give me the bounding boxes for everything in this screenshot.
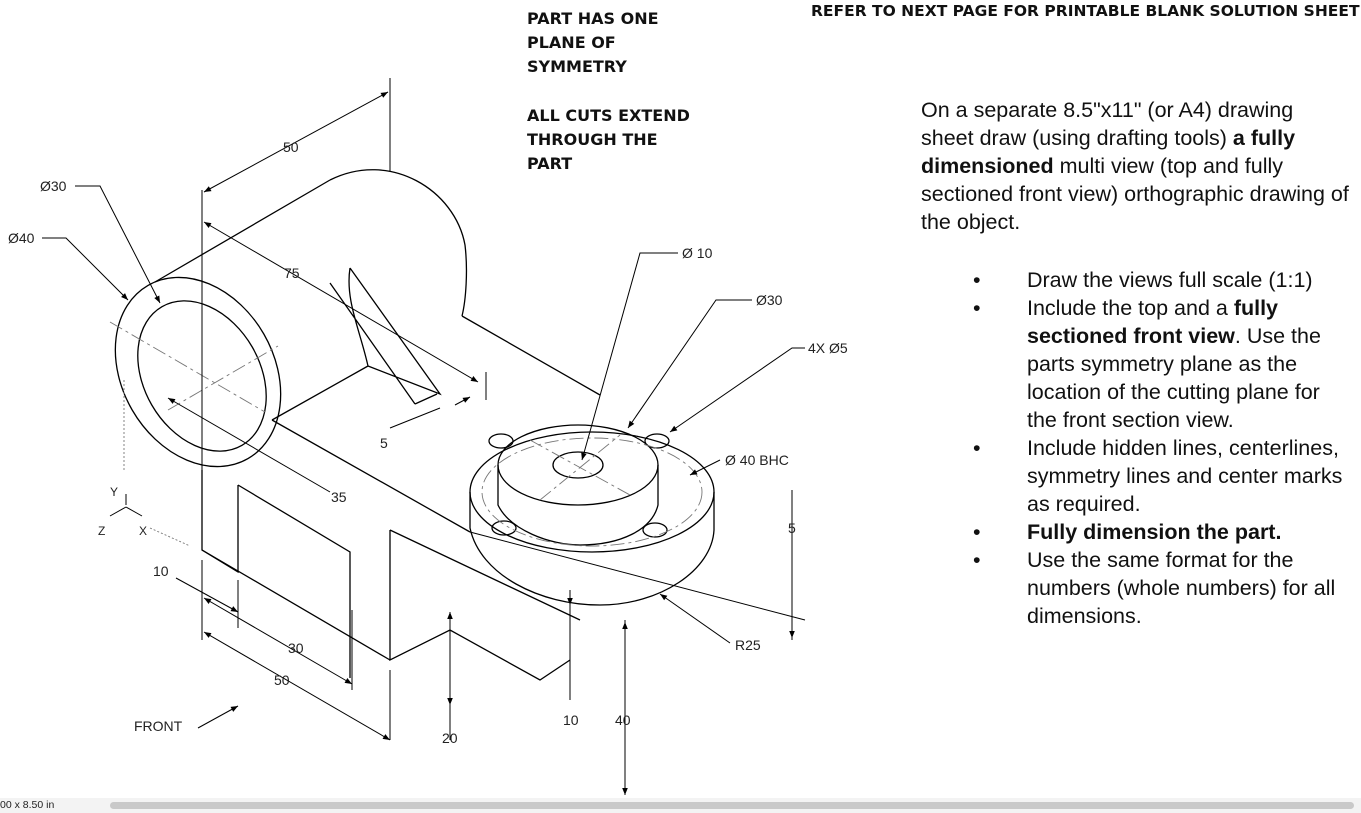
item-text: Include the top and a [1027, 296, 1234, 320]
instruction-item: • Include the top and a fully sectioned f… [921, 294, 1351, 434]
note-line: PART HAS ONE [527, 9, 659, 28]
slot-cut [271, 267, 442, 421]
bullet: • [973, 548, 981, 572]
dim-dia10: Ø 10 [682, 245, 713, 261]
status-bar: 00 x 8.50 in [0, 798, 1361, 813]
axis-z-label: Z [98, 524, 105, 538]
horizontal-scrollbar[interactable] [110, 802, 1354, 809]
dim-40: 40 [615, 712, 631, 728]
dimension-labels: 50 Ø30 Ø40 75 5 35 Ø 10 Ø30 4X Ø5 Ø 40 B… [8, 139, 848, 746]
dim-30-bottom: 30 [288, 640, 304, 656]
boss-side [497, 465, 659, 546]
dim-50-top-line [203, 91, 389, 193]
dim-5-slot: 5 [380, 435, 388, 451]
note-line: THROUGH THE [527, 130, 658, 149]
leader-dia30-left [75, 185, 161, 304]
intro-text: On a separate 8.5"x11" (or A4) drawing s… [921, 98, 1294, 150]
cylinder-top-edge [154, 179, 331, 283]
dim-holes: 4X Ø5 [808, 340, 848, 356]
dim-r25: R25 [735, 637, 761, 653]
note-line: PART [527, 154, 573, 173]
axis-triad [109, 494, 143, 517]
instruction-item: • Include hidden lines, centerlines, symm… [921, 434, 1351, 518]
note-line: SYMMETRY [527, 57, 627, 76]
base-top-edge [271, 315, 601, 533]
bullet: • [973, 520, 981, 544]
front-arrow [197, 705, 239, 729]
boss-top [497, 424, 659, 506]
leader-r25 [659, 593, 731, 644]
dim-75-line [203, 221, 479, 383]
dim-35-line [167, 397, 331, 493]
centerlines [109, 321, 703, 547]
instruction-item: • Draw the views full scale (1:1) [921, 266, 1351, 294]
leader-dia30-boss [627, 299, 752, 429]
leader-dia40-left [42, 237, 129, 301]
dim-dia30-boss: Ø30 [756, 292, 783, 308]
note-line: ALL CUTS EXTEND [527, 106, 690, 125]
item-bold: Fully dimension the part. [1027, 520, 1282, 544]
leader-bhc [689, 459, 721, 476]
dim-bhc: Ø 40 BHC [725, 452, 789, 468]
dim-dia40-left: Ø40 [8, 230, 35, 246]
item-bold: fully sectioned front view [1027, 296, 1279, 348]
instruction-item: • Fully dimension the part. [921, 518, 1351, 546]
mount-hole [488, 433, 514, 449]
dim-75: 75 [284, 265, 300, 281]
mount-hole [642, 522, 668, 538]
header-note: REFER TO NEXT PAGE FOR PRINTABLE BLANK S… [811, 2, 1360, 20]
front-label: FRONT [134, 718, 183, 734]
instructions: On a separate 8.5"x11" (or A4) drawing s… [921, 96, 1351, 630]
cuts-note: ALL CUTS EXTEND THROUGH THE PART [527, 104, 690, 176]
axis-x-label: X [139, 524, 147, 538]
dim-50-bottom: 50 [274, 672, 290, 688]
dim-35: 35 [331, 489, 347, 505]
bullet: • [973, 296, 981, 320]
intro-text-end: multi view (top and fully sectioned fron… [921, 154, 1349, 234]
bullet: • [973, 436, 981, 460]
axis-y-label: Y [110, 485, 118, 499]
dim-5-right: 5 [788, 520, 796, 536]
dim-10-line [175, 577, 239, 613]
item-text: Draw the views full scale (1:1) [1027, 268, 1313, 292]
leader-holes [669, 347, 805, 433]
dimension-lines [42, 78, 806, 795]
base-left-face [201, 470, 581, 681]
instruction-list: • Draw the views full scale (1:1) • Includ… [921, 266, 1351, 630]
dim-10-left: 10 [153, 563, 169, 579]
item-text: Use the same format for the numbers (who… [1027, 548, 1336, 628]
boss-hole [552, 451, 604, 479]
instructions-intro: On a separate 8.5"x11" (or A4) drawing s… [921, 96, 1351, 236]
round-end-side [469, 492, 715, 606]
dim-5-slot-line [389, 397, 470, 429]
dim-50-bottom-line [203, 631, 391, 741]
dim-dia30-left: Ø30 [40, 178, 67, 194]
dim-20: 20 [442, 730, 458, 746]
page-size-readout: 00 x 8.50 in [0, 799, 55, 811]
round-end-top [469, 431, 715, 553]
dim-10-bottom: 10 [563, 712, 579, 728]
symmetry-note: PART HAS ONE PLANE OF SYMMETRY [527, 7, 659, 79]
dim-50-top: 50 [283, 139, 299, 155]
note-line: PLANE OF [527, 33, 616, 52]
mount-hole [491, 520, 517, 536]
leader-dia10 [581, 252, 678, 461]
intro-bold: a fully dimensioned [921, 126, 1296, 178]
instruction-item: • Use the same format for the numbers (wh… [921, 546, 1351, 630]
item-text: Include hidden lines, centerlines, symme… [1027, 436, 1343, 516]
bullet: • [973, 268, 981, 292]
cylinder-outer-circle [114, 276, 282, 468]
item-text-end: . Use the parts symmetry plane as the lo… [1027, 324, 1321, 432]
